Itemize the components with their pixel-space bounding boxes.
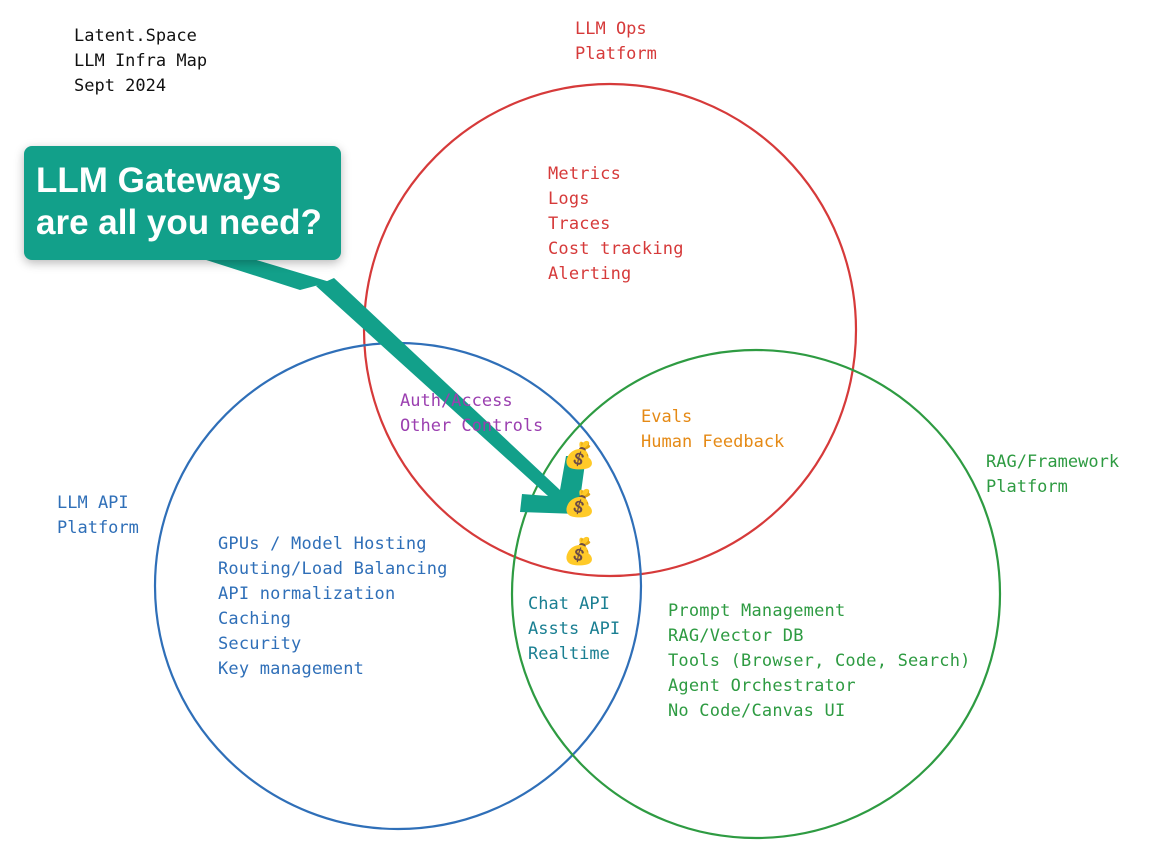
- callout-line: are all you need?: [36, 203, 322, 242]
- list-item: Assts API: [528, 619, 621, 639]
- list-item: Human Feedback: [641, 432, 785, 452]
- money-bag-icon: 💰: [563, 537, 596, 566]
- header-line: Sept 2024: [74, 76, 167, 96]
- list-item: Routing/Load Balancing: [218, 559, 448, 579]
- rag-items-list: Prompt Management RAG/Vector DB Tools (B…: [668, 599, 971, 724]
- list-item: Other Controls: [400, 416, 544, 436]
- label-line: LLM API: [57, 493, 129, 513]
- api-ops-overlap-list: Auth/Access Other Controls: [400, 389, 543, 439]
- list-item: Security: [218, 634, 302, 654]
- list-item: RAG/Vector DB: [668, 626, 804, 646]
- header-line: Latent.Space: [74, 26, 197, 46]
- rag-framework-platform-label: RAG/Framework Platform: [986, 450, 1119, 500]
- api-items-list: GPUs / Model Hosting Routing/Load Balanc…: [218, 532, 448, 682]
- callout-pointer-arrow: [316, 278, 586, 514]
- callout-line: LLM Gateways: [36, 161, 282, 200]
- list-item: Chat API: [528, 594, 610, 614]
- rag-framework-circle: [510, 348, 1002, 840]
- list-item: Auth/Access: [400, 391, 513, 411]
- money-bag-icon: 💰: [563, 441, 596, 470]
- api-rag-overlap-list: Chat API Assts API Realtime: [528, 592, 620, 667]
- list-item: Key management: [218, 659, 365, 679]
- label-line: LLM Ops: [575, 19, 647, 39]
- callout-tail: [200, 258, 330, 290]
- list-item: Caching: [218, 609, 292, 629]
- list-item: GPUs / Model Hosting: [218, 534, 427, 554]
- map-title: Latent.Space LLM Infra Map Sept 2024: [74, 24, 207, 99]
- list-item: Logs: [548, 189, 590, 209]
- header-line: LLM Infra Map: [74, 51, 208, 71]
- ops-items-list: Metrics Logs Traces Cost tracking Alerti…: [548, 162, 684, 287]
- list-item: Evals: [641, 407, 693, 427]
- list-item: Tools (Browser, Code, Search): [668, 651, 971, 671]
- list-item: Alerting: [548, 264, 632, 284]
- ops-rag-overlap-list: Evals Human Feedback: [641, 405, 784, 455]
- label-line: RAG/Framework: [986, 452, 1120, 472]
- label-line: Platform: [986, 477, 1068, 497]
- money-bag-icon: 💰: [563, 489, 596, 518]
- label-line: Platform: [575, 44, 657, 64]
- llm-ops-circle: [362, 82, 858, 578]
- list-item: Prompt Management: [668, 601, 846, 621]
- llm-gateways-callout: LLM Gateways are all you need?: [24, 146, 341, 260]
- label-line: Platform: [57, 518, 139, 538]
- list-item: Realtime: [528, 644, 610, 664]
- llm-ops-platform-label: LLM Ops Platform: [575, 17, 657, 67]
- list-item: Metrics: [548, 164, 622, 184]
- list-item: Agent Orchestrator: [668, 676, 856, 696]
- list-item: API normalization: [218, 584, 396, 604]
- list-item: Traces: [548, 214, 611, 234]
- list-item: Cost tracking: [548, 239, 684, 259]
- callout-text: LLM Gateways are all you need?: [36, 160, 322, 244]
- list-item: No Code/Canvas UI: [668, 701, 846, 721]
- llm-api-platform-label: LLM API Platform: [57, 491, 139, 541]
